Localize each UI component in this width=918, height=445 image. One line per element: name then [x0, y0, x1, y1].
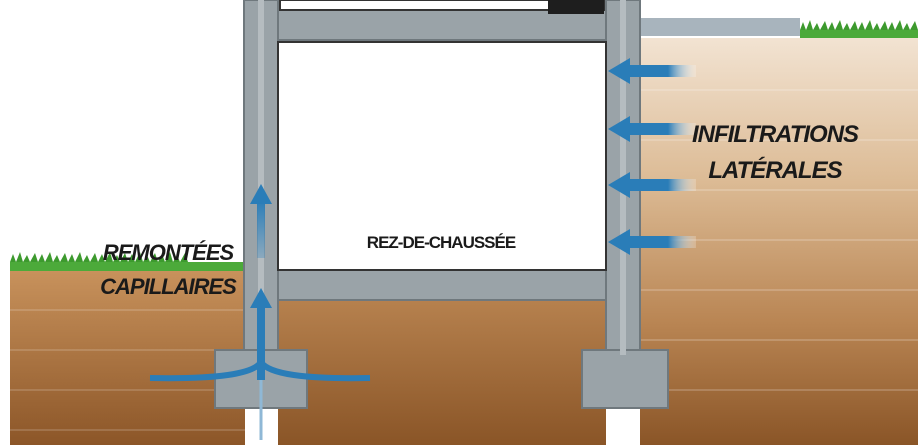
- lateral-infiltration-arrows: [608, 58, 696, 255]
- paving-strip: [640, 18, 800, 36]
- footing-flow-right: [258, 360, 371, 382]
- grass-left-icon: [10, 252, 245, 271]
- upper-dark-element: [548, 0, 604, 14]
- arrow-up-icon: [250, 184, 272, 258]
- soil-under-house: [278, 300, 606, 445]
- infiltration-label-line1: INFILTRATIONS: [692, 121, 859, 148]
- left-wall-highlight: [258, 0, 264, 355]
- arrow-left-icon: [608, 116, 696, 142]
- right-footing: [581, 349, 669, 409]
- grass-icon: [800, 20, 918, 38]
- arrow-left-icon: [608, 229, 696, 255]
- soil-strata-left: [10, 309, 245, 431]
- capillary-label-line1: REMONTÉES: [103, 240, 235, 265]
- arrow-up-icon: [250, 288, 272, 380]
- infiltration-label-line2: LATÉRALES: [708, 156, 842, 184]
- arrow-left-icon: [608, 58, 696, 84]
- arrow-left-icon: [608, 172, 696, 198]
- capillary-label-line2: CAPILLAIRES: [100, 274, 237, 299]
- ground-floor-room: [277, 41, 607, 271]
- upper-slab: [277, 9, 607, 41]
- ground-slab: [277, 269, 607, 301]
- ground-floor-label: REZ-DE-CHAUSSÉE: [367, 233, 516, 252]
- capillary-rise-arrows: [149, 184, 371, 440]
- soil-left: [10, 270, 245, 445]
- footing-flow-left: [149, 360, 264, 382]
